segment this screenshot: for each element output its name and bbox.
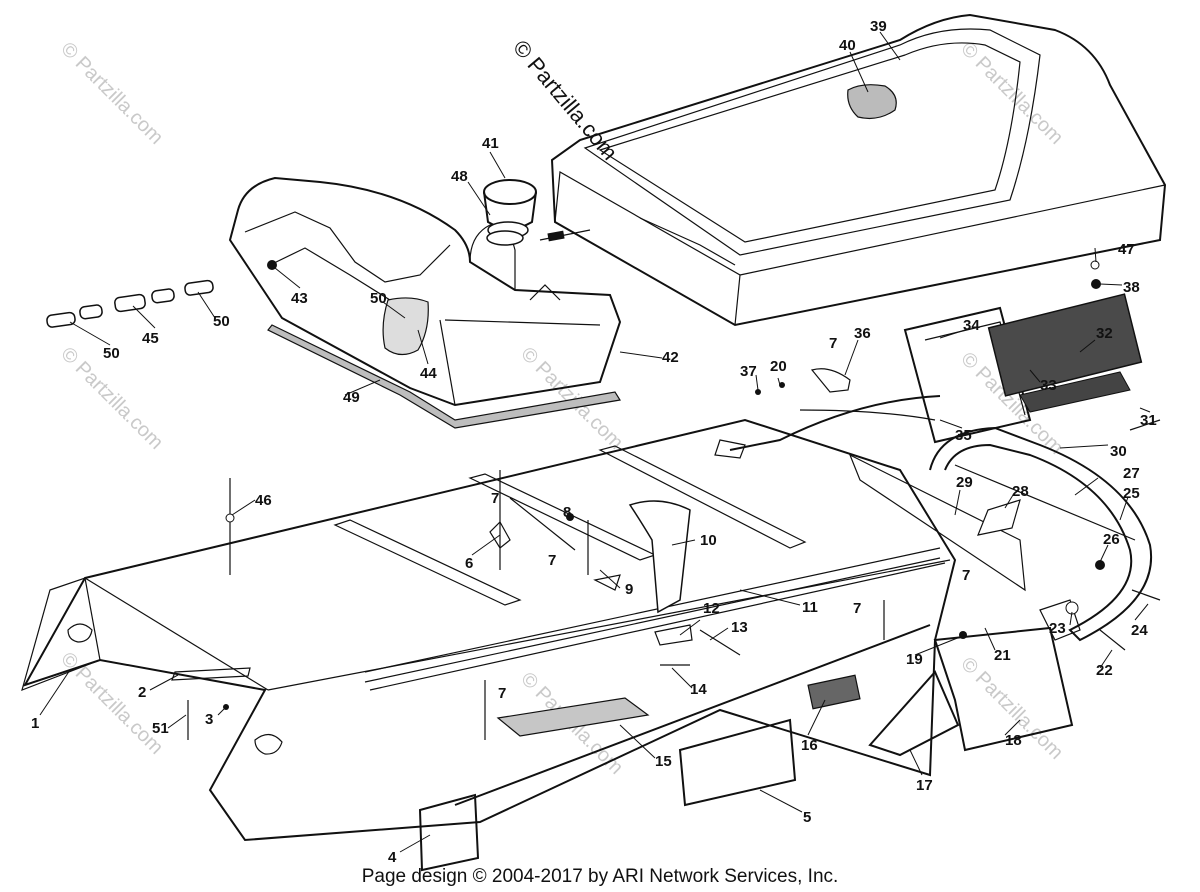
callout-45: 45 — [142, 330, 159, 347]
tail-light — [714, 293, 1143, 459]
callout-16: 16 — [801, 737, 818, 754]
callout-49: 49 — [343, 389, 360, 406]
callout-50: 50 — [213, 313, 230, 330]
callout-40: 40 — [839, 37, 856, 54]
callout-51: 51 — [152, 720, 169, 737]
callout-46: 46 — [255, 492, 272, 509]
callout-31: 31 — [1140, 412, 1157, 429]
callout-41: 41 — [482, 135, 499, 152]
watermark: © Partzilla.com — [56, 38, 167, 149]
callout-38: 38 — [1123, 279, 1140, 296]
leader-lines — [39, 31, 1151, 853]
callout-6: 6 — [465, 555, 473, 572]
callout-43: 43 — [291, 290, 308, 307]
callout-24: 24 — [1131, 622, 1148, 639]
callout-50: 50 — [370, 290, 387, 307]
callout-2: 2 — [138, 684, 146, 701]
callout-7: 7 — [853, 600, 861, 617]
callout-23: 23 — [1049, 620, 1066, 637]
callouts: 1 2 3 4 5 6 7 7 7 7 7 7 8 9 10 11 12 13 … — [31, 18, 1157, 866]
callout-3: 3 — [205, 711, 213, 728]
watermark: © Partzilla.com — [56, 648, 167, 759]
callout-22: 22 — [1096, 662, 1113, 679]
callout-18: 18 — [1005, 732, 1022, 749]
rear-bumper — [929, 426, 1153, 642]
callout-8: 8 — [563, 504, 571, 521]
callout-39: 39 — [870, 18, 887, 35]
footer-copyright: Page design © 2004-2017 by ARI Network S… — [362, 866, 839, 887]
callout-7: 7 — [548, 552, 556, 569]
callout-7: 7 — [962, 567, 970, 584]
callout-20: 20 — [770, 358, 787, 375]
fuel-tank — [228, 176, 622, 429]
callout-47: 47 — [1118, 241, 1135, 258]
callout-29: 29 — [956, 474, 973, 491]
callout-17: 17 — [916, 777, 933, 794]
callout-33: 33 — [1040, 377, 1057, 394]
callout-32: 32 — [1096, 325, 1113, 342]
callout-30: 30 — [1110, 443, 1127, 460]
fasteners — [187, 260, 1161, 740]
fuel-line — [46, 229, 591, 328]
callout-48: 48 — [451, 168, 468, 185]
callout-42: 42 — [662, 349, 679, 366]
callout-27: 27 — [1123, 465, 1140, 482]
callout-7: 7 — [491, 490, 499, 507]
callout-7: 7 — [498, 685, 506, 702]
callout-19: 19 — [906, 651, 923, 668]
watermark-main: © Partzilla.com — [508, 35, 622, 165]
callout-26: 26 — [1103, 531, 1120, 548]
callout-14: 14 — [690, 681, 707, 698]
callout-37: 37 — [740, 363, 757, 380]
callout-5: 5 — [803, 809, 811, 826]
callout-10: 10 — [700, 532, 717, 549]
callout-7: 7 — [829, 335, 837, 352]
callout-11: 11 — [802, 599, 818, 616]
callout-15: 15 — [655, 753, 672, 770]
callout-21: 21 — [994, 647, 1011, 664]
callout-1: 1 — [31, 715, 39, 732]
callout-34: 34 — [963, 317, 980, 334]
callout-13: 13 — [731, 619, 748, 636]
callout-4: 4 — [388, 849, 397, 866]
hood — [21, 418, 1074, 872]
callout-12: 12 — [703, 600, 720, 617]
watermark: © Partzilla.com — [956, 38, 1067, 149]
seat — [550, 13, 1167, 327]
callout-28: 28 — [1012, 483, 1029, 500]
callout-35: 35 — [955, 427, 972, 444]
callout-25: 25 — [1123, 485, 1140, 502]
callout-44: 44 — [420, 365, 437, 382]
callout-9: 9 — [625, 581, 633, 598]
callout-36: 36 — [854, 325, 871, 342]
callout-50: 50 — [103, 345, 120, 362]
